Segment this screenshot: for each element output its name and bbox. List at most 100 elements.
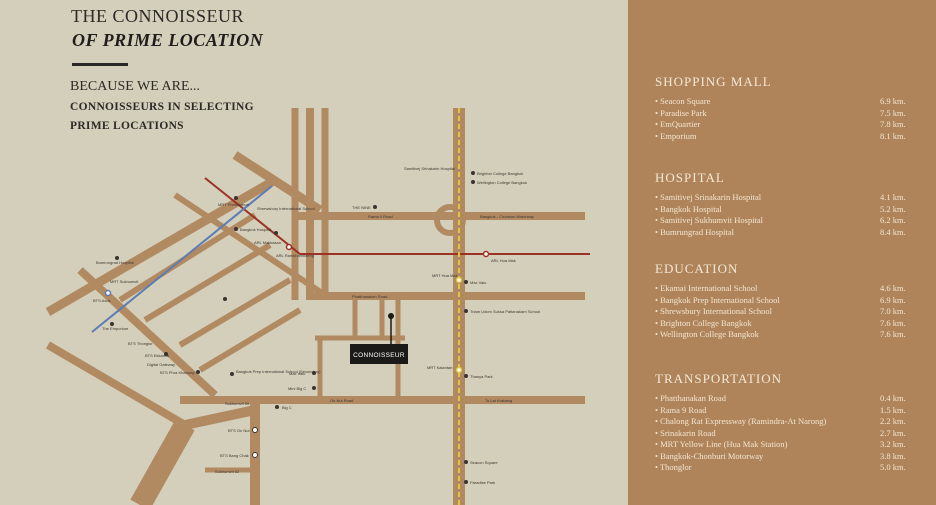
road-label-motorway: Bangkok - Chonburi Motorway bbox=[480, 214, 534, 219]
subtitle-line-1: BECAUSE WE ARE... bbox=[70, 79, 201, 94]
item-distance: 8.1 km. bbox=[880, 130, 906, 141]
road-sukhumvit-bottom2 bbox=[183, 405, 257, 430]
road-diagonal-2 bbox=[45, 341, 188, 429]
section-title: HOSPITAL bbox=[655, 170, 725, 185]
station-dot bbox=[464, 280, 468, 284]
station-dot bbox=[274, 231, 278, 235]
item-name: • EmQuartier bbox=[655, 119, 701, 129]
title-line-1: THE CONNOISSEUR bbox=[71, 6, 245, 26]
item-distance: 7.6 km. bbox=[880, 329, 906, 339]
item-name: • Chalong Rat Expressway (Ramindra-At Na… bbox=[655, 416, 827, 426]
section-shopping-mall: SHOPPING MALL • Seacon Square 6.9 km. • P… bbox=[655, 74, 906, 143]
station-dot bbox=[115, 256, 119, 260]
map-panel: CONNOISSEUR Rama 9 Road Bangkok - Chonbu… bbox=[45, 6, 590, 505]
station-dot bbox=[110, 322, 114, 326]
road-diagonal-6 bbox=[178, 277, 292, 348]
place-bts-ekkamai: BTS Ekkamai bbox=[145, 353, 169, 358]
arl-red-line bbox=[204, 177, 590, 255]
station-dot bbox=[312, 371, 316, 375]
station-dot bbox=[230, 372, 234, 376]
place-seacon-square: Seacon Square bbox=[470, 460, 498, 465]
place-bts-on-nut: BTS On Nut bbox=[228, 428, 250, 433]
section-title: TRANSPORTATION bbox=[655, 371, 783, 386]
list-item: • Chalong Rat Expressway (Ramindra-At Na… bbox=[655, 416, 906, 428]
station-dot bbox=[471, 171, 475, 175]
item-name: • Brighton College Bangkok bbox=[655, 317, 752, 328]
item-distance: 0.4 km. bbox=[880, 393, 906, 403]
item-name: • Ekamai International School bbox=[655, 283, 758, 293]
road-diagonal-7 bbox=[198, 307, 302, 373]
list-item: • Paradise Park 7.5 km. bbox=[655, 107, 906, 120]
station-dot bbox=[196, 370, 200, 374]
place-bangkok-prep: Bangkok Prep International School (Secon… bbox=[236, 369, 321, 374]
road-diagonal-4 bbox=[118, 212, 257, 303]
item-distance: 4.6 km. bbox=[880, 283, 906, 293]
mrt-blue-line bbox=[91, 185, 273, 333]
item-name: • Paradise Park bbox=[655, 107, 707, 118]
place-digital-gateway: Digital Gateway bbox=[147, 362, 175, 367]
section-title: SHOPPING MALL bbox=[655, 74, 772, 89]
item-distance: 7.5 km. bbox=[880, 107, 906, 118]
item-distance: 3.2 km. bbox=[880, 439, 906, 449]
place-max-valu-2: Max Valu bbox=[470, 280, 486, 285]
item-name: • Srinakarin Road bbox=[655, 427, 716, 438]
item-distance: 6.9 km. bbox=[880, 96, 906, 106]
title-line-2: OF PRIME LOCATION bbox=[72, 30, 264, 50]
place-shrewsbury: Shrewsbury International School bbox=[257, 206, 315, 211]
road-diagonal-1 bbox=[45, 176, 278, 316]
section-hospital: HOSPITAL • Samitivej Srinakarin Hospital… bbox=[655, 170, 906, 239]
station-dot bbox=[285, 243, 293, 251]
list-item: • Wellington College Bangkok 7.6 km. bbox=[655, 329, 906, 341]
place-mrt-hua-mak: MRT Hua Mak bbox=[432, 273, 458, 278]
place-max-valu-1: Max Valu bbox=[289, 371, 305, 376]
station-dot bbox=[252, 452, 258, 458]
list-item: • Seacon Square 6.9 km. bbox=[655, 96, 906, 108]
title-divider bbox=[72, 63, 128, 66]
place-mrt-sukhumvit: MRT Sukhumvit bbox=[110, 279, 139, 284]
item-distance: 3.8 km. bbox=[880, 450, 906, 461]
item-name: • Bangkok-Chonburi Motorway bbox=[655, 450, 764, 461]
item-distance: 7.8 km. bbox=[880, 119, 906, 129]
connoisseur-marker bbox=[350, 344, 408, 364]
road-diagonal-8 bbox=[173, 192, 327, 298]
item-name: • Thonglor bbox=[655, 462, 692, 472]
connoisseur-label: CONNOISSEUR bbox=[353, 352, 405, 359]
connoisseur-pin-head bbox=[388, 313, 394, 319]
subtitle-line-2: CONNOISSEURS IN SELECTING PRIME LOCATION… bbox=[70, 101, 254, 132]
station-dot bbox=[455, 366, 463, 374]
station-dot bbox=[455, 276, 463, 284]
road-label-sukhumvit50: Sukhumvit 50 bbox=[225, 401, 250, 406]
road-label-on-nut: On Nut Road bbox=[330, 398, 353, 403]
road-diagonal-9 bbox=[232, 151, 323, 214]
road-label-sukhumvit62: Sukhumvit 62 bbox=[215, 469, 240, 474]
place-brighton: Brighton College Bangkok bbox=[477, 171, 523, 176]
place-the-emporium: The Emporium bbox=[102, 326, 129, 331]
place-bts-bang-chak: BTS Bang Chak bbox=[220, 453, 249, 458]
place-triam-udom: Triam Udom Suksa Pattanakarn School bbox=[470, 309, 540, 314]
station-dot bbox=[482, 250, 490, 258]
station-dot bbox=[164, 352, 168, 356]
item-name: • Wellington College Bangkok bbox=[655, 329, 759, 339]
station-dot bbox=[464, 374, 468, 378]
place-bangkok-hospital: Bangkok Hospital bbox=[240, 227, 271, 232]
list-item: • Ekamai International School 4.6 km. bbox=[655, 283, 906, 295]
item-name: • Seacon Square bbox=[655, 96, 711, 106]
item-name: • Bumrungrad Hospital bbox=[655, 226, 734, 237]
item-name: • Samitivej Srinakarin Hospital bbox=[655, 192, 762, 202]
place-bumrungrad: Bumrungrad Hospital bbox=[96, 260, 134, 265]
station-dot bbox=[234, 196, 238, 200]
station-dot bbox=[464, 309, 468, 313]
place-arl-ramkhamhaeng: ARL Ramkhamhaeng bbox=[276, 253, 314, 258]
